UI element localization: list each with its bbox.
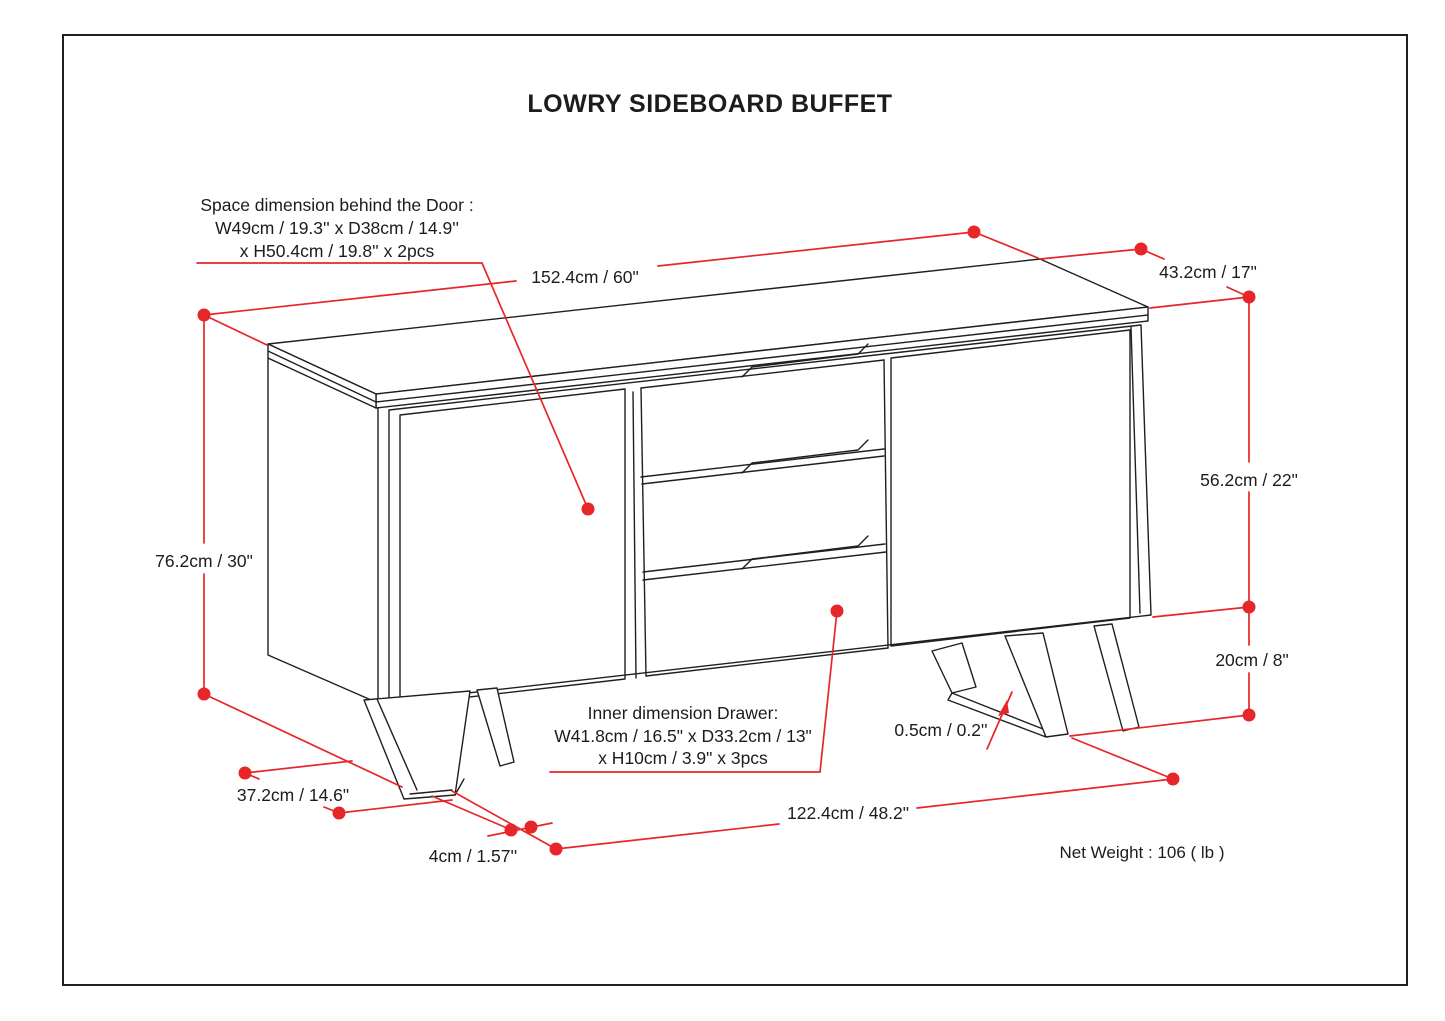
dim-depth: 43.2cm / 17" (1039, 242, 1257, 309)
dimension-extension (244, 760, 353, 774)
dim-width: 152.4cm / 60" (197, 225, 1039, 346)
dimension-dot (1134, 242, 1148, 256)
dimension-arrowhead (998, 700, 1009, 716)
drawer-stack (640, 343, 889, 677)
drawer-space-annotation: Inner dimension Drawer: W41.8cm / 16.5" … (549, 604, 844, 773)
dimension-leader (203, 693, 403, 788)
dimension-leader (1071, 737, 1174, 780)
dimension-dot (581, 502, 595, 516)
left-side-panel (267, 357, 379, 704)
annotation-leader (481, 262, 589, 510)
door-space-line1: Space dimension behind the Door : (200, 195, 473, 215)
dim-overall-height: 76.2cm / 30" (155, 314, 403, 788)
door-space-annotation: Space dimension behind the Door : W49cm … (196, 195, 595, 516)
right-door (890, 329, 1131, 647)
dim-cabinet-height-label: 56.2cm / 22" (1200, 470, 1298, 490)
dimension-dot (549, 842, 563, 856)
dimension-extension (451, 790, 557, 850)
net-weight-label: Net Weight : 106 ( lb ) (1059, 843, 1224, 862)
dimension-dot (524, 820, 538, 834)
dimension-arrow-line (986, 691, 1013, 750)
dimension-dot (238, 766, 252, 780)
drawer-1-groove (741, 343, 869, 378)
dimension-line (203, 231, 975, 316)
dimension-leader (1069, 714, 1250, 737)
dimension-leader (203, 314, 268, 346)
dimension-dot (1242, 708, 1256, 722)
dimension-leader (973, 231, 1039, 259)
dimension-extension (1039, 248, 1142, 260)
top-panel-inner-line (375, 314, 1149, 403)
dim-leg-thickness: 0.5cm / 0.2'' (894, 691, 1013, 750)
dim-depth-label: 43.2cm / 17" (1159, 262, 1257, 282)
dim-leg-thickness-label: 0.5cm / 0.2'' (894, 720, 987, 740)
front-right-leg (1004, 632, 1069, 738)
door-drawer-divider (632, 391, 637, 679)
left-door (399, 388, 626, 706)
back-right-leg (1093, 623, 1140, 732)
drawer-1-bottom-line (640, 448, 885, 478)
dim-leg-offset-label: 37.2cm / 14.6" (237, 785, 349, 805)
door-space-line3: x H50.4cm / 19.8'' x 2pcs (240, 241, 435, 261)
dimension-dot (197, 687, 211, 701)
dim-leg-span-label: 122.4cm / 48.2" (787, 803, 909, 823)
dim-leg-span: 122.4cm / 48.2" (549, 737, 1180, 856)
front-left-leg-foot-line (409, 789, 453, 795)
dim-cabinet-height: 56.2cm / 22" (1152, 296, 1298, 618)
drawer-space-line2: W41.8cm / 16.5" x D33.2cm / 13" (554, 726, 812, 746)
dimension-dot (1166, 772, 1180, 786)
dimension-leader (1152, 606, 1250, 618)
dimension-dot (332, 806, 346, 820)
dimension-dot (830, 604, 844, 618)
front-left-leg-inner-line (376, 698, 418, 791)
door-space-line2: W49cm / 19.3'' x D38cm / 14.9'' (215, 218, 459, 238)
dim-leg-height: 20cm / 8" (1069, 606, 1289, 737)
back-left-leg (476, 687, 515, 767)
front-left-leg-foot-tip (454, 778, 465, 796)
drawer-space-line3: x H10cm / 3.9" x 3pcs (598, 748, 768, 768)
dimension-line (555, 778, 1174, 850)
drawer-stack-bottom (645, 647, 889, 677)
drawer-3-top-line (642, 551, 887, 581)
dim-width-label: 152.4cm / 60" (531, 267, 638, 287)
dim-leg-foot: 4cm / 1.57'' (429, 790, 557, 866)
dimension-dot (504, 823, 518, 837)
drawer-2-groove (741, 439, 869, 474)
cabinet-front-face (388, 324, 1152, 703)
dimension-line (487, 822, 553, 837)
top-panel-inner-line-left (267, 350, 377, 403)
dimension-dot (967, 225, 981, 239)
front-right-leg-strut (931, 642, 977, 694)
drawer-stack-top (640, 359, 885, 389)
drawer-space-line1: Inner dimension Drawer: (588, 703, 779, 723)
drawer-stack-left (640, 387, 647, 677)
diagram-title: LOWRY SIDEBOARD BUFFET (527, 90, 892, 118)
dim-leg-offset: 37.2cm / 14.6" (237, 760, 453, 820)
dimension-leader (1149, 296, 1250, 309)
drawer-3-groove (741, 535, 869, 570)
dimension-annotations: 152.4cm / 60" 43.2cm / 17" 56.2cm / 22" … (155, 195, 1298, 866)
dimension-extension (431, 795, 515, 832)
drawer-stack-right (883, 359, 889, 649)
dim-leg-foot-label: 4cm / 1.57'' (429, 846, 517, 866)
dim-overall-height-label: 76.2cm / 30" (155, 551, 253, 571)
legs (363, 623, 1140, 800)
dim-leg-height-label: 20cm / 8" (1215, 650, 1288, 670)
dimension-extension (338, 799, 453, 814)
annotation-leader (819, 610, 838, 773)
sideboard-drawing (267, 258, 1152, 800)
drawer-2-top-line (641, 455, 885, 485)
right-edge-inner-line (1130, 326, 1141, 614)
